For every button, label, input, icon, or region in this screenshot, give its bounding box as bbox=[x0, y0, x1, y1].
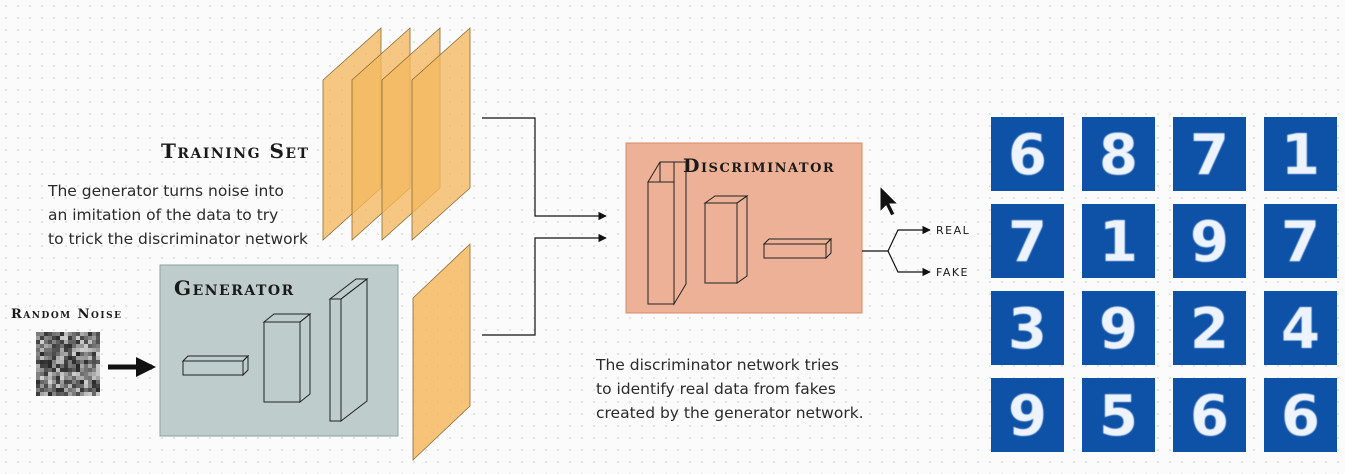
generator-layer-small bbox=[181, 354, 250, 377]
generator-caption-line: to trick the discriminator network bbox=[48, 230, 308, 248]
generated-to-discriminator-arrow bbox=[482, 233, 607, 336]
training-to-discriminator-arrow bbox=[482, 117, 607, 221]
sample-digit: 8 bbox=[1099, 123, 1138, 188]
sample-digit: 7 bbox=[1190, 123, 1229, 188]
generated-sample-tile: 6 bbox=[1264, 378, 1337, 452]
real-label: REAL bbox=[936, 224, 970, 237]
sample-digit: 2 bbox=[1190, 297, 1229, 362]
sample-tile-background bbox=[1082, 204, 1155, 278]
training-set-stack bbox=[322, 27, 471, 241]
generated-sample-tile: 5 bbox=[1082, 378, 1155, 452]
generator-caption-line: The generator turns noise into bbox=[47, 182, 284, 200]
training-sheet bbox=[411, 27, 471, 241]
sample-tile-background bbox=[991, 204, 1064, 278]
sample-tile-background bbox=[1264, 291, 1337, 365]
sample-tile-background bbox=[991, 117, 1064, 191]
generator-caption-line: an imitation of the data to try bbox=[48, 206, 278, 224]
generated-sample-tile: 6 bbox=[991, 117, 1064, 191]
fake-label: FAKE bbox=[936, 266, 969, 279]
discriminator-caption-line: The discriminator network tries bbox=[595, 356, 839, 374]
sample-tile-background bbox=[1173, 291, 1246, 365]
generated-sample-tile: 7 bbox=[1264, 204, 1337, 278]
sample-digit: 1 bbox=[1281, 123, 1320, 188]
sample-tile-background bbox=[991, 378, 1064, 452]
discriminator-layer-large bbox=[647, 161, 687, 306]
discriminator-caption-line: created by the generator network. bbox=[596, 404, 864, 422]
fake-output-arrow bbox=[887, 250, 931, 277]
generator-label: Generator bbox=[174, 276, 295, 300]
generator-layer-medium bbox=[262, 312, 312, 404]
sample-tile-background bbox=[1082, 117, 1155, 191]
generated-sample-tile: 9 bbox=[1173, 204, 1246, 278]
discriminator-label: Discriminator bbox=[683, 155, 835, 177]
sample-digit: 9 bbox=[1190, 210, 1229, 275]
training-set-label: Training Set bbox=[161, 139, 310, 163]
generated-sample-tile: 8 bbox=[1082, 117, 1155, 191]
generated-sample-tile: 9 bbox=[991, 378, 1064, 452]
sample-tile-background bbox=[1173, 204, 1246, 278]
sample-digit: 6 bbox=[1008, 123, 1047, 188]
sample-digit: 9 bbox=[1099, 297, 1138, 362]
sample-tile-background bbox=[991, 291, 1064, 365]
discriminator-caption: The discriminator network tries to ident… bbox=[595, 356, 864, 422]
generated-sample-tile: 7 bbox=[1173, 117, 1246, 191]
generated-sample-sheet bbox=[412, 243, 471, 461]
sample-digit: 7 bbox=[1281, 210, 1320, 275]
sample-digit: 3 bbox=[1008, 297, 1047, 362]
generated-sample-tile: 3 bbox=[991, 291, 1064, 365]
discriminator-box bbox=[625, 142, 863, 314]
mouse-cursor-icon bbox=[879, 184, 900, 217]
random-noise-label: Random Noise bbox=[11, 307, 122, 322]
sample-digit: 7 bbox=[1008, 210, 1047, 275]
sample-tile-background bbox=[1264, 204, 1337, 278]
discriminator-layer-small bbox=[762, 237, 833, 260]
generated-sample-tile: 4 bbox=[1264, 291, 1337, 365]
sample-digit: 6 bbox=[1190, 384, 1229, 449]
discriminator-caption-line: to identify real data from fakes bbox=[596, 380, 836, 398]
sample-digit: 9 bbox=[1008, 384, 1047, 449]
sample-tile-background bbox=[1264, 117, 1337, 191]
sample-digit: 4 bbox=[1281, 297, 1320, 362]
generated-sample-tile: 2 bbox=[1173, 291, 1246, 365]
generated-sample-tile: 9 bbox=[1082, 291, 1155, 365]
sample-digit: 1 bbox=[1099, 210, 1138, 275]
output-fork bbox=[862, 225, 931, 277]
real-output-arrow bbox=[887, 225, 931, 252]
generator-block: Generator bbox=[159, 264, 399, 437]
sample-tile-background bbox=[1264, 378, 1337, 452]
generated-sample-tile: 7 bbox=[991, 204, 1064, 278]
discriminator-block: Discriminator bbox=[625, 142, 863, 314]
sample-tile-background bbox=[1173, 378, 1246, 452]
sample-digit: 6 bbox=[1281, 384, 1320, 449]
generated-sample-tile: 1 bbox=[1264, 117, 1337, 191]
discriminator-layer-medium bbox=[703, 195, 749, 284]
sample-tile-background bbox=[1173, 117, 1246, 191]
generated-sample-tile: 1 bbox=[1082, 204, 1155, 278]
sample-tile-background bbox=[1082, 291, 1155, 365]
generator-caption: The generator turns noise into an imitat… bbox=[47, 182, 308, 248]
sample-tile-background bbox=[1082, 378, 1155, 452]
random-noise-image bbox=[36, 332, 100, 396]
sample-digit: 5 bbox=[1099, 384, 1138, 449]
generated-sample-tile: 6 bbox=[1173, 378, 1246, 452]
generator-layer-large bbox=[328, 277, 369, 423]
